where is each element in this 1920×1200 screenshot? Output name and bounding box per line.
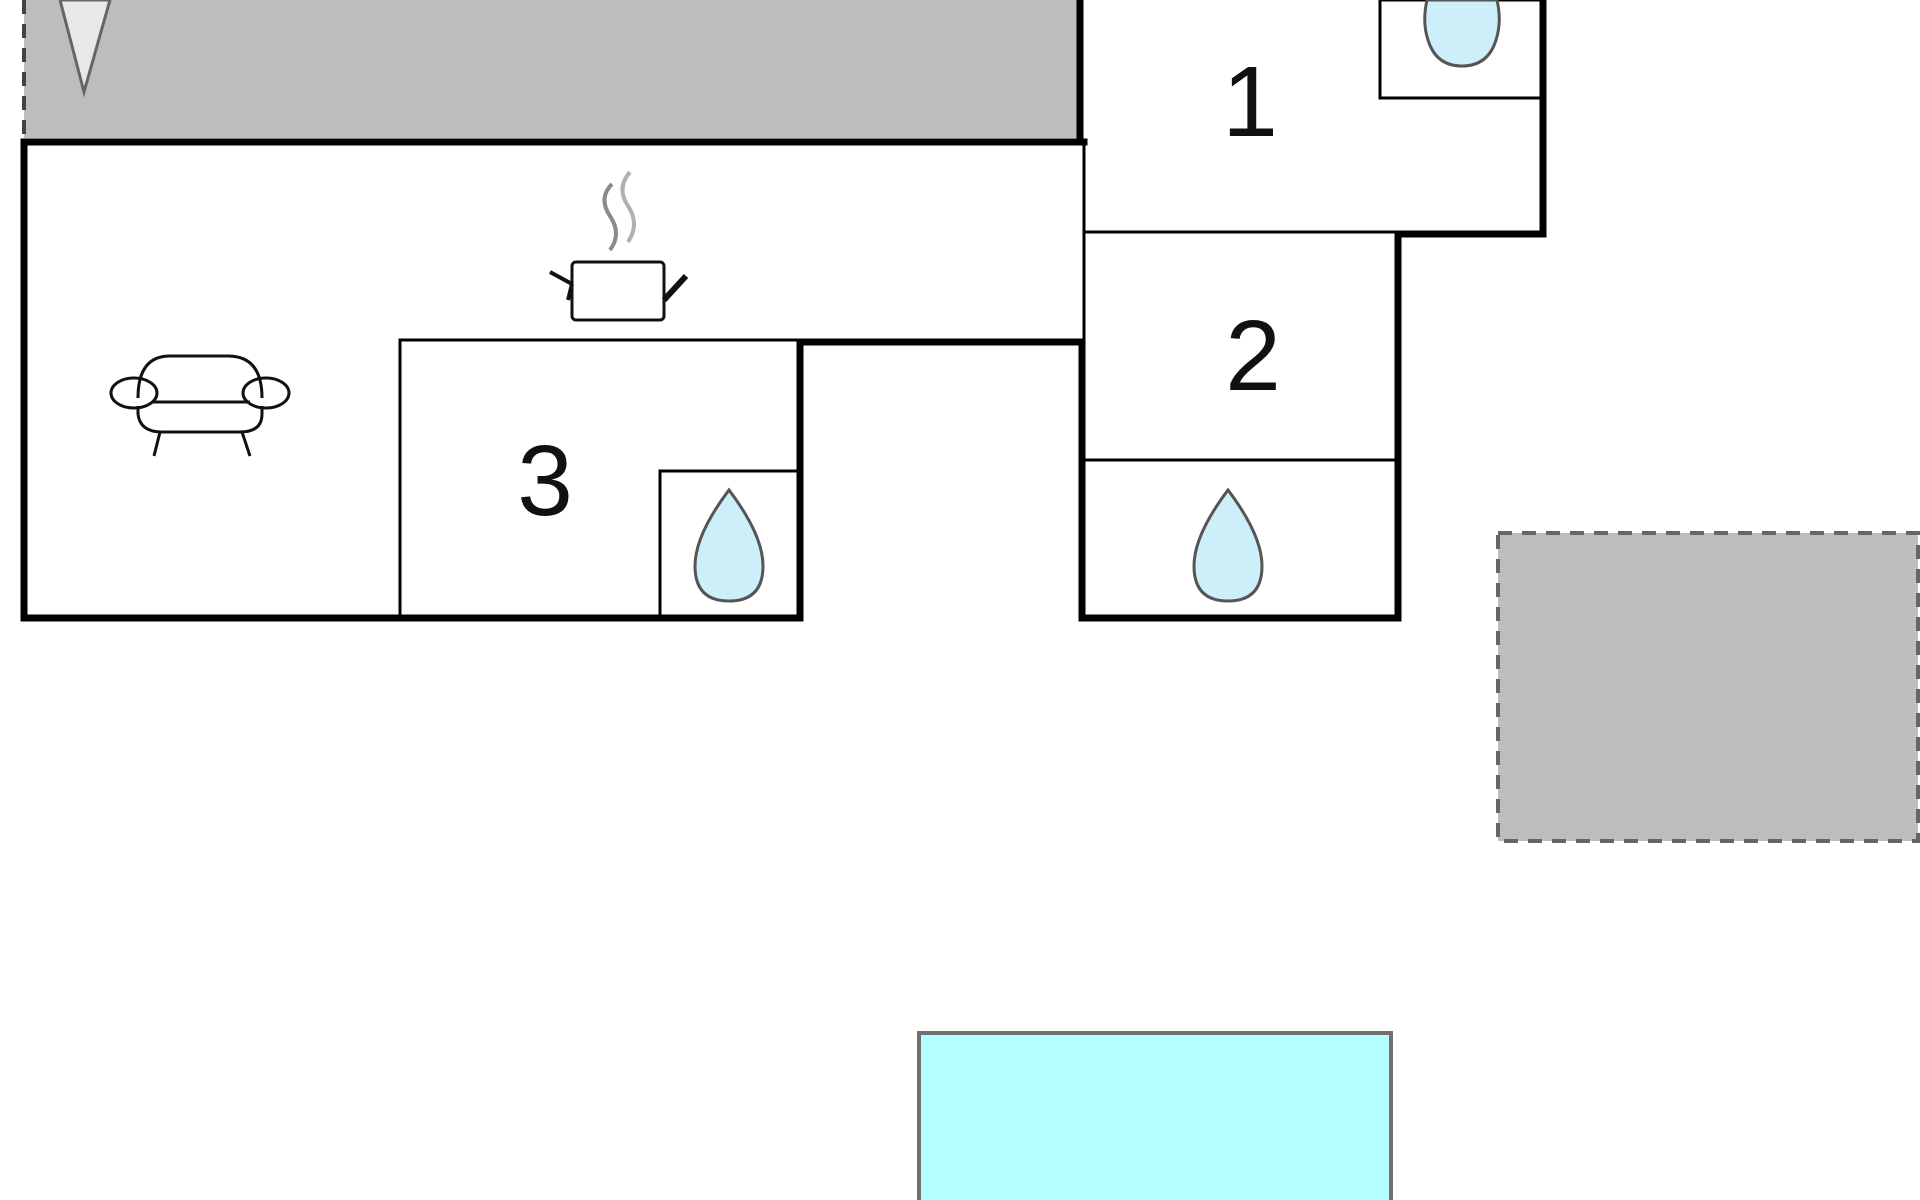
room-label-3: 3 (517, 425, 573, 537)
triangle-marker-icon (58, 0, 112, 98)
cooking-pot-icon (549, 170, 689, 322)
room-label-2: 2 (1225, 300, 1281, 412)
room-label-1: 1 (1222, 46, 1278, 158)
living-area-wall (20, 0, 1547, 622)
water-drop-icon (1192, 487, 1264, 603)
water-drop-icon (1423, 0, 1501, 68)
swimming-pool (917, 1031, 1393, 1200)
sofa-icon (109, 354, 291, 457)
parking-area (1496, 531, 1920, 843)
water-drop-icon (693, 487, 765, 603)
bathroom-3 (658, 469, 802, 620)
bathroom-1 (1378, 0, 1545, 100)
top-terrace (24, 0, 1080, 138)
